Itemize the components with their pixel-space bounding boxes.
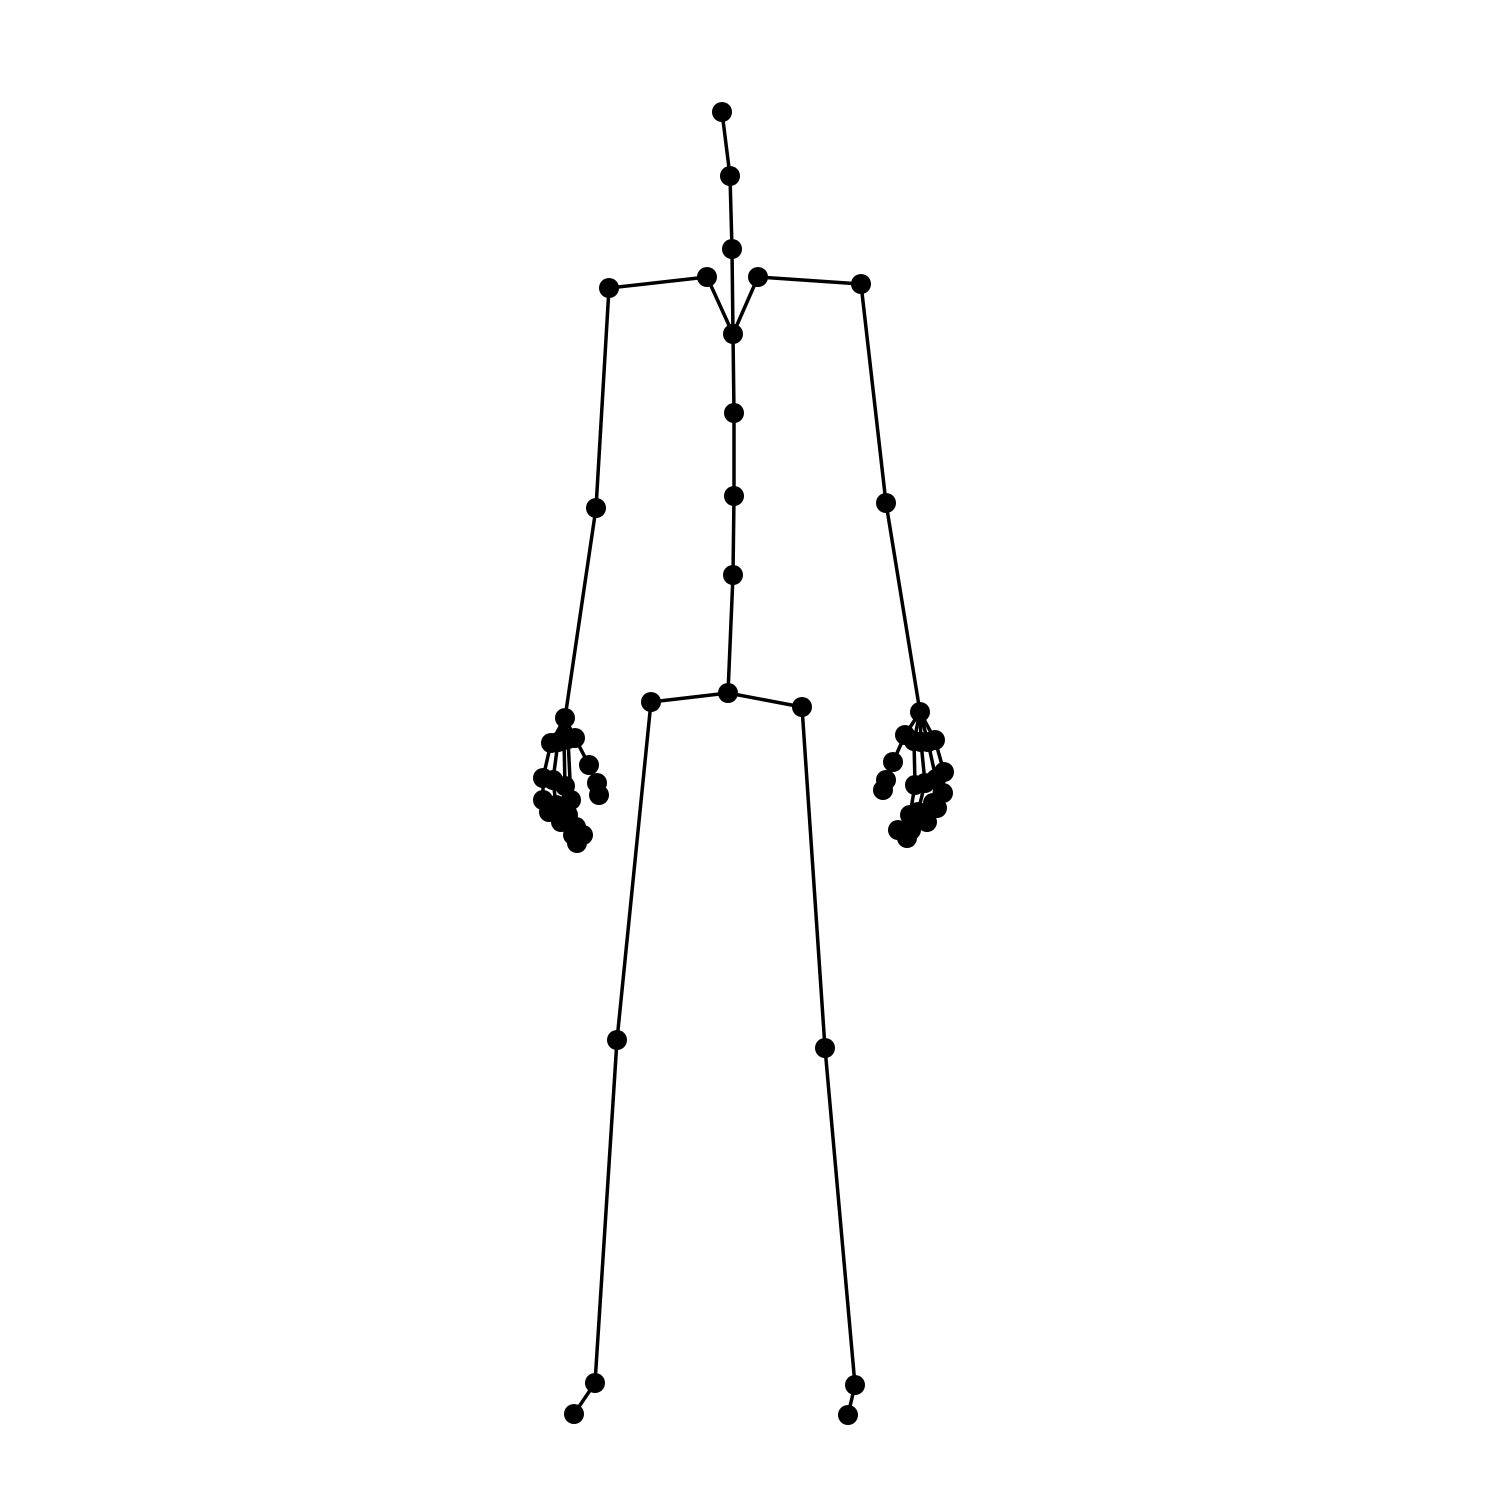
joint-lh-f4b — [561, 790, 581, 810]
joint-elbow-l — [586, 498, 606, 518]
joint-shoulder-r — [851, 274, 871, 294]
joint-rh-thumb2 — [883, 752, 903, 772]
bone-head-neck — [728, 174, 734, 251]
joint-shoulder-l — [599, 278, 619, 298]
joint-rh-f2c — [923, 793, 943, 813]
joint-toe-l — [564, 1404, 584, 1424]
bone-elbow_r-wrist_r — [884, 501, 922, 714]
joint-knee-l — [607, 1030, 627, 1050]
joint-lh-thumb4 — [589, 785, 609, 805]
joints — [533, 102, 954, 1425]
joint-spine3 — [723, 565, 743, 585]
bone-head_top-head — [720, 110, 732, 178]
joint-hip-l — [641, 692, 661, 712]
bone-shoulder_l-elbow_l — [594, 286, 611, 510]
joint-rh-f5d — [897, 828, 917, 848]
bone-pelvis-hip_r — [726, 691, 804, 709]
joint-ankle-l — [585, 1373, 605, 1393]
joint-hip-r — [792, 697, 812, 717]
joint-spine1 — [724, 403, 744, 423]
joint-lh-thumb2 — [579, 755, 599, 775]
bone-clav_r-shoulder_r — [756, 275, 863, 286]
joint-toe-r — [838, 1405, 858, 1425]
bone-chest-spine1 — [731, 332, 736, 415]
bone-clav_l-chest — [705, 275, 735, 336]
joint-neck — [722, 239, 742, 259]
joint-wrist-r — [910, 702, 930, 722]
bone-clav_r-chest — [731, 275, 760, 336]
bone-hip_r-knee_r — [800, 705, 827, 1050]
bone-spine2-spine3 — [731, 494, 736, 577]
joint-clav-r — [748, 267, 768, 287]
joint-rh-f4c — [900, 805, 920, 825]
joint-knee-r — [815, 1038, 835, 1058]
bone-spine3-pelvis — [726, 573, 735, 695]
bone-neck-chest — [730, 247, 735, 336]
bone-knee_r-ankle_r — [823, 1046, 857, 1387]
joint-rh-f4a — [904, 731, 924, 751]
bone-hip_l-knee_l — [615, 700, 653, 1042]
joint-lh-f5d — [567, 833, 587, 853]
joint-chest — [723, 324, 743, 344]
joint-clav-l — [697, 267, 717, 287]
bone-knee_l-ankle_l — [593, 1038, 619, 1385]
joint-wrist-l — [555, 708, 575, 728]
joint-rh-f4b — [905, 775, 925, 795]
joint-ankle-r — [845, 1375, 865, 1395]
bone-shoulder_r-elbow_r — [859, 282, 888, 505]
joint-head-top — [712, 102, 732, 122]
joint-elbow-r — [876, 493, 896, 513]
joint-spine2 — [724, 486, 744, 506]
bone-pelvis-hip_l — [649, 691, 730, 704]
joint-head — [720, 166, 740, 186]
joint-pelvis — [718, 683, 738, 703]
joint-lh-f4a — [558, 729, 578, 749]
joint-rh-thumb4 — [873, 780, 893, 800]
bone-elbow_l-wrist_l — [563, 506, 598, 720]
bone-clav_l-shoulder_l — [607, 275, 709, 290]
